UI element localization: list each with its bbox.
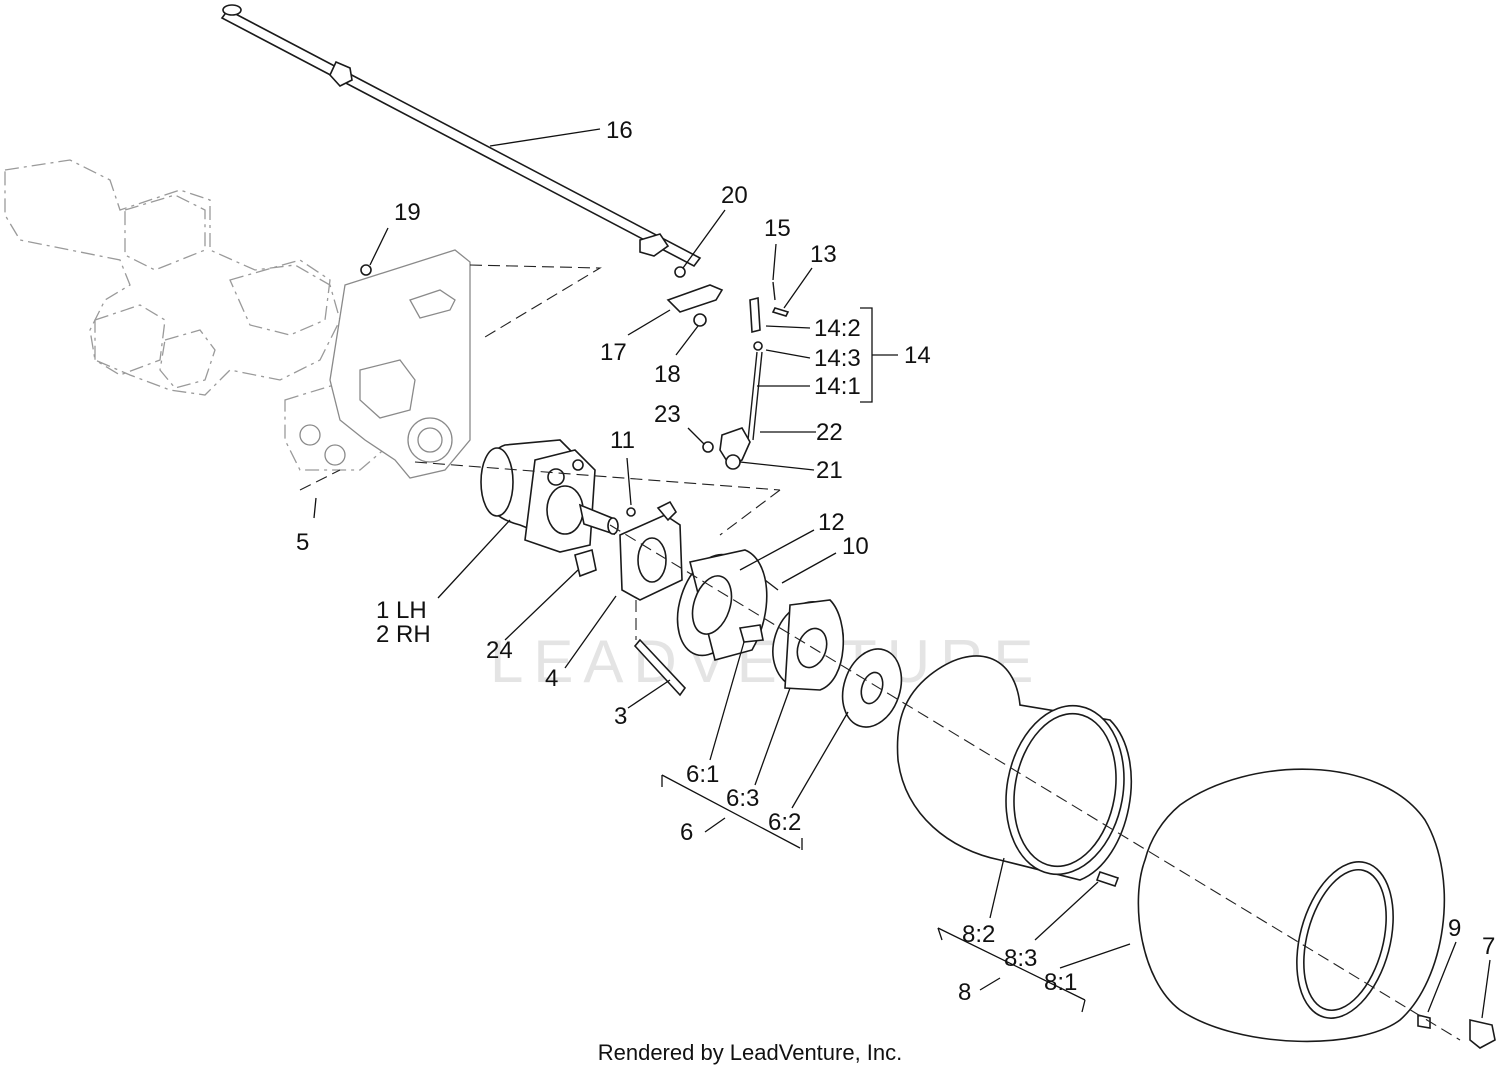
callout-9: 9 [1448,915,1461,942]
callout-24: 24 [486,637,513,664]
callout-4: 4 [545,665,558,692]
arm-21 [702,427,751,470]
callout-14-2: 14:2 [814,315,861,342]
wheel-rim [896,655,1132,888]
nut-7 [1469,1018,1496,1049]
linkage-14 [747,281,790,441]
callout-19: 19 [394,199,421,226]
callout-10: 10 [842,533,869,560]
footer-credit: Rendered by LeadVenture, Inc. [597,1040,903,1065]
bolt-3 [633,638,687,697]
callout-8-3: 8:3 [1004,945,1037,972]
callout-6-2: 6:2 [768,809,801,836]
nut-19 [360,264,372,276]
callout-16: 16 [606,117,633,144]
adapter-plate [619,500,683,601]
callout-14: 14 [904,342,931,369]
screw-10 [764,579,779,591]
assembly-centerlines [299,264,1461,1041]
callout-14-3: 14:3 [814,345,861,372]
callout-5: 5 [296,529,309,556]
callout-14-1: 14:1 [814,373,861,400]
callout-1-lh: 1 LH [376,597,427,624]
callout-21: 21 [816,457,843,484]
callout-23: 23 [654,401,681,428]
spacer-24 [574,548,597,578]
hub-assembly [738,599,845,691]
callout-20: 20 [721,182,748,209]
callout-22: 22 [816,419,843,446]
callout-6-1: 6:1 [686,761,719,788]
callout-2-rh: 2 RH [376,621,431,648]
callout-11: 11 [610,427,635,454]
phantom-frame [4,159,396,471]
callout-6-3: 6:3 [726,785,759,812]
callout-8: 8 [958,979,971,1006]
callout-8-2: 8:2 [962,921,995,948]
steering-rod [220,4,702,268]
tire [1137,768,1446,1043]
callout-labels: 16 19 20 15 13 17 18 14:2 14:3 14:1 14 2… [296,117,1495,1006]
callout-8-1: 8:1 [1044,969,1077,996]
callout-15: 15 [764,215,791,242]
washer-9 [1417,1013,1431,1029]
callout-7: 7 [1482,933,1495,960]
callout-13: 13 [810,241,837,268]
callout-6: 6 [680,819,693,846]
nut-20 [674,266,686,278]
bracket-17 [666,284,724,313]
callout-18: 18 [654,361,681,388]
hydraulic-motor [480,439,619,553]
bolt-18 [693,313,707,327]
mounting-plate [299,249,471,479]
leader-lines [313,128,1491,1019]
callout-17: 17 [600,339,627,366]
callout-3: 3 [614,703,627,730]
callout-12: 12 [818,509,845,536]
